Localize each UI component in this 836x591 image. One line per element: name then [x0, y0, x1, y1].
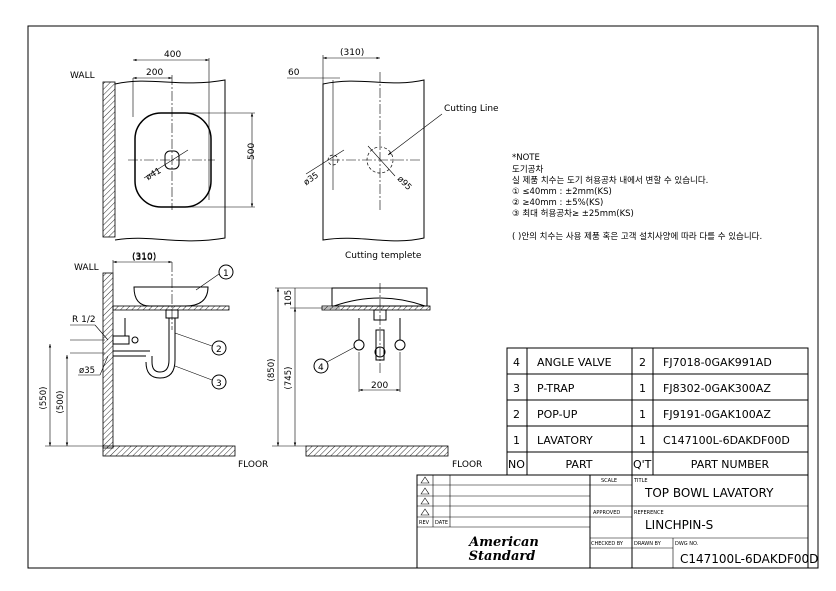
- reference-value: LINCHPIN-S: [645, 518, 713, 532]
- svg-text:2: 2: [513, 408, 520, 421]
- note-line: 실 제품 치수는 도기 허용공차 내에서 변할 수 있습니다.: [512, 175, 708, 186]
- title-block: REV DATE SCALE TITLE TOP BOWL LAVATORY A…: [416, 474, 818, 569]
- drain-dia: ø41: [144, 166, 163, 183]
- hole-large-dia: ø95: [395, 174, 413, 192]
- american-standard-logo: American Standard: [467, 535, 539, 564]
- h550: (550): [39, 387, 49, 410]
- p-trap: [145, 356, 176, 379]
- svg-text:P-TRAP: P-TRAP: [537, 382, 575, 395]
- side-offset: (310): [132, 252, 156, 262]
- template-outline: [322, 79, 425, 242]
- svg-text:NO: NO: [508, 458, 525, 471]
- ref-depth: (310): [132, 253, 156, 263]
- revision-triangle-icon: [420, 476, 430, 516]
- svg-text:1: 1: [513, 434, 520, 447]
- h500: (500): [56, 391, 66, 414]
- svg-text:POP-UP: POP-UP: [537, 408, 578, 421]
- note: *NOTE 도기공차 실 제품 치수는 도기 허용공차 내에서 변할 수 있습니…: [512, 153, 762, 242]
- date-label: DATE: [435, 520, 448, 526]
- floor-label: FLOOR: [452, 460, 482, 470]
- svg-text:Q'T: Q'T: [633, 458, 652, 471]
- dim-200: 200: [371, 381, 388, 391]
- table-row: 2 POP-UP 1 FJ9191-0GAK100AZ: [513, 408, 771, 421]
- wall-label: WALL: [74, 263, 99, 273]
- top-view: WALL ø41 400 200 500 (310): [70, 50, 257, 263]
- dwg-label: DWG NO.: [675, 541, 699, 547]
- svg-text:Standard: Standard: [469, 549, 536, 564]
- hole-small-dia: ø35: [302, 171, 321, 188]
- dim-center: 200: [146, 68, 163, 78]
- svg-text:ANGLE VALVE: ANGLE VALVE: [537, 356, 612, 369]
- approved-label: APPROVED: [593, 510, 620, 516]
- h745: (745): [284, 367, 294, 390]
- dim-width: 400: [164, 50, 181, 60]
- table-header: NO PART Q'T PART NUMBER: [508, 458, 770, 471]
- reference-label: REFERENCE: [634, 510, 664, 516]
- angle-valve: [112, 335, 130, 345]
- svg-text:PART NUMBER: PART NUMBER: [691, 458, 770, 471]
- basin: [331, 287, 428, 307]
- svg-text:4: 4: [513, 356, 520, 369]
- note-footer: ( )안의 치수는 사용 제품 혹은 고객 설치사양에 따라 다를 수 있습니다…: [512, 231, 762, 242]
- svg-text:C147100L-6DAKDF00D: C147100L-6DAKDF00D: [663, 434, 790, 447]
- front-view: FLOOR 200 4 105 (850) (745): [267, 283, 482, 470]
- svg-text:PART: PART: [565, 458, 592, 471]
- dim-60: 60: [288, 68, 300, 78]
- wall-label: WALL: [70, 71, 95, 81]
- wall-hatch: [102, 81, 116, 238]
- svg-text:LAVATORY: LAVATORY: [537, 434, 593, 447]
- svg-text:1: 1: [639, 434, 646, 447]
- h105: 105: [284, 290, 294, 306]
- svg-text:American: American: [467, 535, 539, 550]
- counter: [112, 305, 230, 311]
- note-line: ② ≥40mm : ±5%(KS): [512, 198, 603, 208]
- dwg-number: C147100L-6DAKDF00D: [680, 552, 818, 566]
- svg-text:FJ9191-0GAK100AZ: FJ9191-0GAK100AZ: [663, 408, 771, 421]
- callout-2: 2: [216, 345, 222, 355]
- pipe-dia: ø35: [79, 366, 95, 376]
- svg-text:2: 2: [639, 356, 646, 369]
- counter-outline: [114, 79, 226, 242]
- checked-label: CHECKED BY: [591, 541, 624, 547]
- svg-text:3: 3: [513, 382, 520, 395]
- note-title: *NOTE: [512, 153, 540, 163]
- h850: (850): [267, 359, 277, 382]
- hole-large: [366, 146, 394, 174]
- callout-1: 1: [223, 269, 229, 279]
- wall-hatch: [102, 272, 114, 449]
- svg-text:1: 1: [639, 382, 646, 395]
- note-line: 도기공차: [512, 165, 543, 175]
- note-line: ① ≤40mm : ±2mm(KS): [512, 187, 612, 197]
- cutting-template-view: (310) 60 ø35 ø95 Cutting Line Cutting te…: [287, 48, 499, 261]
- svg-text:FJ7018-0GAK991AD: FJ7018-0GAK991AD: [663, 356, 772, 369]
- template-caption: Cutting templete: [345, 251, 422, 261]
- callout-3: 3: [216, 379, 222, 389]
- drawn-label: DRAWN BY: [634, 541, 662, 547]
- basin: [133, 286, 209, 307]
- drawing-title: TOP BOWL LAVATORY: [644, 486, 774, 500]
- parts-table: 4 ANGLE VALVE 2 FJ7018-0GAK991AD 3 P-TRA…: [506, 347, 809, 476]
- svg-text:FJ8302-0GAK300AZ: FJ8302-0GAK300AZ: [663, 382, 771, 395]
- callout-4: 4: [318, 363, 324, 373]
- scale-label: SCALE: [601, 478, 617, 484]
- table-row: 1 LAVATORY 1 C147100L-6DAKDF00D: [513, 434, 790, 447]
- table-row: 4 ANGLE VALVE 2 FJ7018-0GAK991AD: [513, 356, 772, 369]
- template-offset: (310): [340, 48, 364, 58]
- cutting-line-label: Cutting Line: [444, 104, 499, 114]
- floor-hatch: [102, 445, 236, 457]
- title-label: TITLE: [633, 478, 648, 484]
- svg-text:1: 1: [639, 408, 646, 421]
- thread-label: R 1/2: [72, 315, 96, 325]
- dim-depth: 500: [247, 143, 257, 160]
- floor-label: FLOOR: [238, 460, 268, 470]
- floor-hatch: [305, 445, 449, 457]
- side-view: WALL FLOOR (550) (500) R 1/2 ø35 (310) 1: [39, 252, 268, 470]
- rev-label: REV: [419, 520, 430, 526]
- note-line: ③ 최대 허용공차≥ ±25mm(KS): [512, 208, 634, 219]
- table-row: 3 P-TRAP 1 FJ8302-0GAK300AZ: [513, 382, 771, 395]
